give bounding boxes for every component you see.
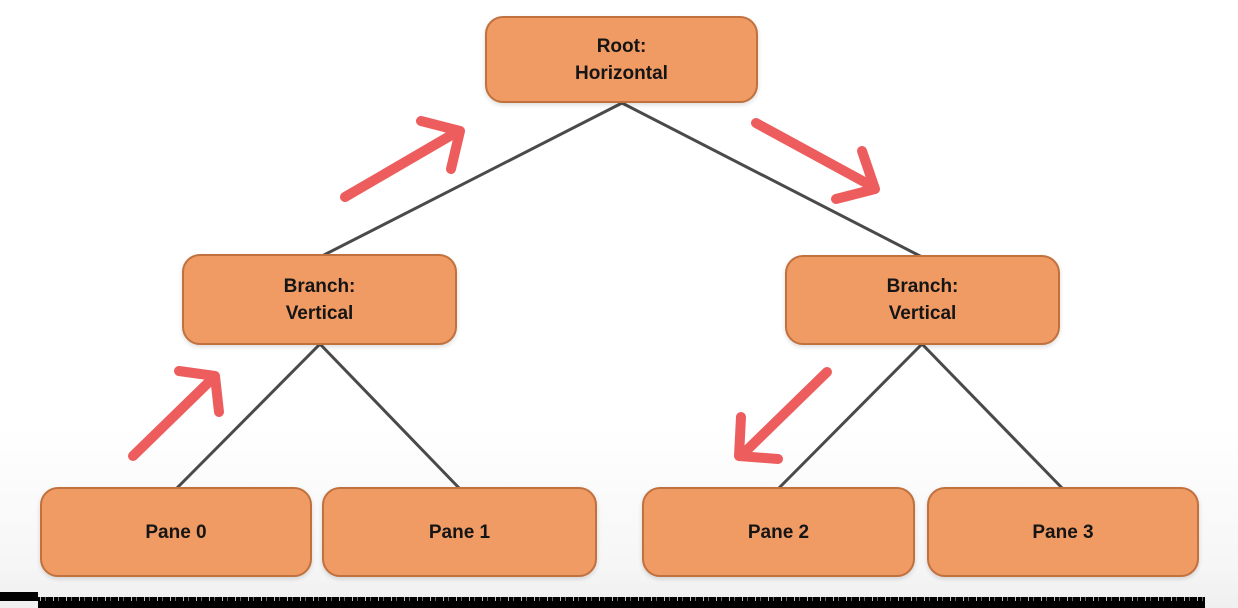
tree-node-pane-0: Pane 0 <box>40 487 312 577</box>
bottom-artifact-noise-strip <box>38 597 1205 608</box>
arrow-up-right-branchleft-to-root-icon <box>340 116 465 202</box>
tree-node-branch-left: Branch: Vertical <box>182 254 457 345</box>
arrow-up-right-pane0-to-branchleft-icon <box>128 366 224 461</box>
arrow-down-left-branchright-to-pane2-icon <box>734 367 832 464</box>
tree-node-pane-3-label: Pane 3 <box>1032 521 1094 543</box>
edge-branch-right-to-pane2 <box>776 342 924 491</box>
edge-branch-left-to-pane1 <box>318 342 462 491</box>
tree-node-root-label-line2: Horizontal <box>575 62 668 84</box>
tree-node-pane-3: Pane 3 <box>927 487 1199 577</box>
tree-node-pane-0-label: Pane 0 <box>145 521 207 543</box>
tree-node-root: Root: Horizontal <box>485 16 758 103</box>
tree-node-branch-right-label-line1: Branch: <box>886 276 959 297</box>
edge-root-to-branch-right <box>620 101 924 259</box>
tree-node-pane-1-label: Pane 1 <box>428 521 491 543</box>
tree-node-branch-right: Branch: Vertical <box>785 255 1060 345</box>
edge-branch-left-to-pane0 <box>174 342 322 491</box>
tree-node-branch-left-label-line2: Vertical <box>285 302 354 324</box>
edge-branch-right-to-pane3 <box>920 342 1065 491</box>
tree-node-branch-left-label-line1: Branch: <box>283 275 356 297</box>
tree-node-pane-2-label: Pane 2 <box>747 521 810 543</box>
arrow-down-right-root-to-branchright-icon <box>751 118 880 204</box>
bottom-artifact-block <box>0 592 38 601</box>
tree-node-pane-2: Pane 2 <box>642 487 915 577</box>
edge-root-to-branch-left <box>318 101 624 259</box>
tree-node-pane-1: Pane 1 <box>322 487 597 577</box>
tree-node-branch-right-label-line2: Vertical <box>888 303 957 324</box>
tree-node-root-label-line1: Root: <box>596 35 647 57</box>
